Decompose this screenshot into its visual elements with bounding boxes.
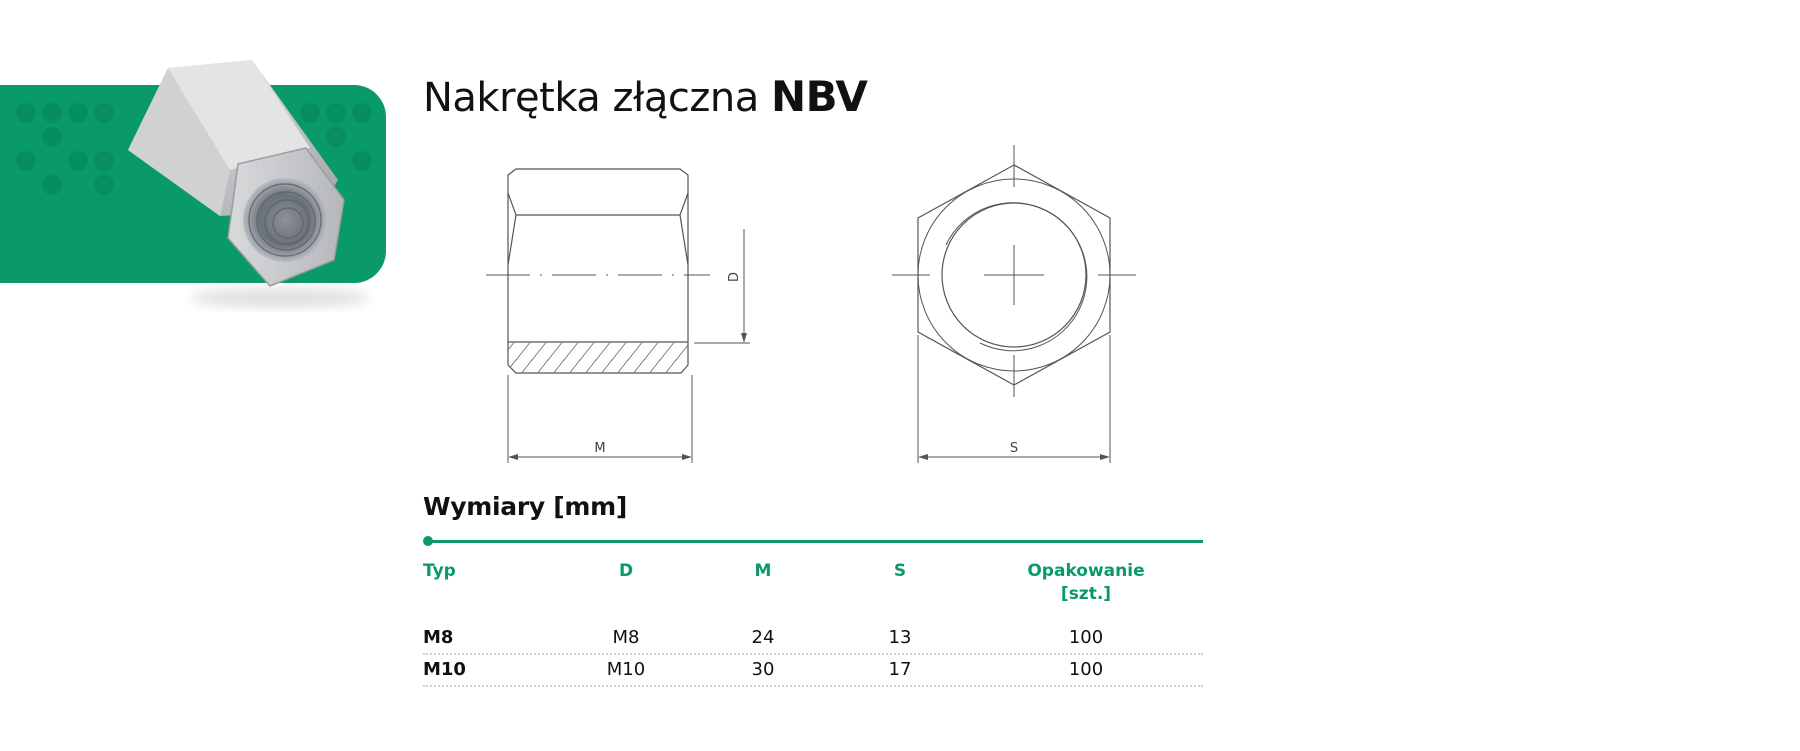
section-rule — [427, 540, 1203, 543]
decor-dot — [352, 151, 372, 171]
title-regular: Nakrętka złączna — [423, 75, 759, 121]
column-header-opakowanie-label: Opakowanie — [1027, 561, 1145, 581]
decor-dot — [68, 151, 88, 171]
technical-drawing: D M S — [486, 145, 1136, 463]
cell-typ: M8 — [423, 627, 454, 648]
column-header-s: S — [893, 561, 907, 581]
decor-dot — [68, 103, 88, 123]
title-bold: NBV — [770, 72, 868, 121]
decor-dot — [94, 175, 114, 195]
page-title: Nakrętka złączna NBV — [423, 72, 868, 121]
column-header-d: D — [618, 561, 634, 581]
column-header-m: M — [754, 561, 772, 581]
cell-s: 13 — [888, 627, 912, 648]
cell-d: M8 — [612, 627, 640, 648]
dimension-label-d: D — [727, 272, 742, 282]
cell-d: M10 — [606, 659, 646, 680]
cell-opakowanie: 100 — [1068, 659, 1104, 680]
decor-dot — [42, 127, 62, 147]
section-title-dimensions: Wymiary [mm] — [423, 492, 628, 521]
decor-dot — [42, 175, 62, 195]
column-header-opakowanie: Opakowanie [szt.] — [1016, 560, 1156, 606]
row-divider — [423, 653, 1203, 655]
decor-dot — [326, 127, 346, 147]
decor-dot — [300, 103, 320, 123]
column-header-opakowanie-unit: [szt.] — [1060, 584, 1112, 604]
decor-dot — [16, 151, 36, 171]
row-divider — [423, 685, 1203, 687]
decor-dot — [42, 103, 62, 123]
cell-m: 30 — [751, 659, 775, 680]
decor-dot — [326, 103, 346, 123]
decor-dot — [352, 103, 372, 123]
cell-typ: M10 — [423, 659, 466, 680]
decor-dot — [16, 103, 36, 123]
decor-dot — [94, 151, 114, 171]
cell-m: 24 — [751, 627, 775, 648]
cell-opakowanie: 100 — [1068, 627, 1104, 648]
cell-s: 17 — [888, 659, 912, 680]
decor-dot — [94, 103, 114, 123]
product-image — [128, 60, 370, 308]
dimension-label-s: S — [1010, 441, 1018, 456]
column-header-typ: Typ — [423, 561, 456, 581]
dimension-label-m: M — [594, 441, 605, 456]
